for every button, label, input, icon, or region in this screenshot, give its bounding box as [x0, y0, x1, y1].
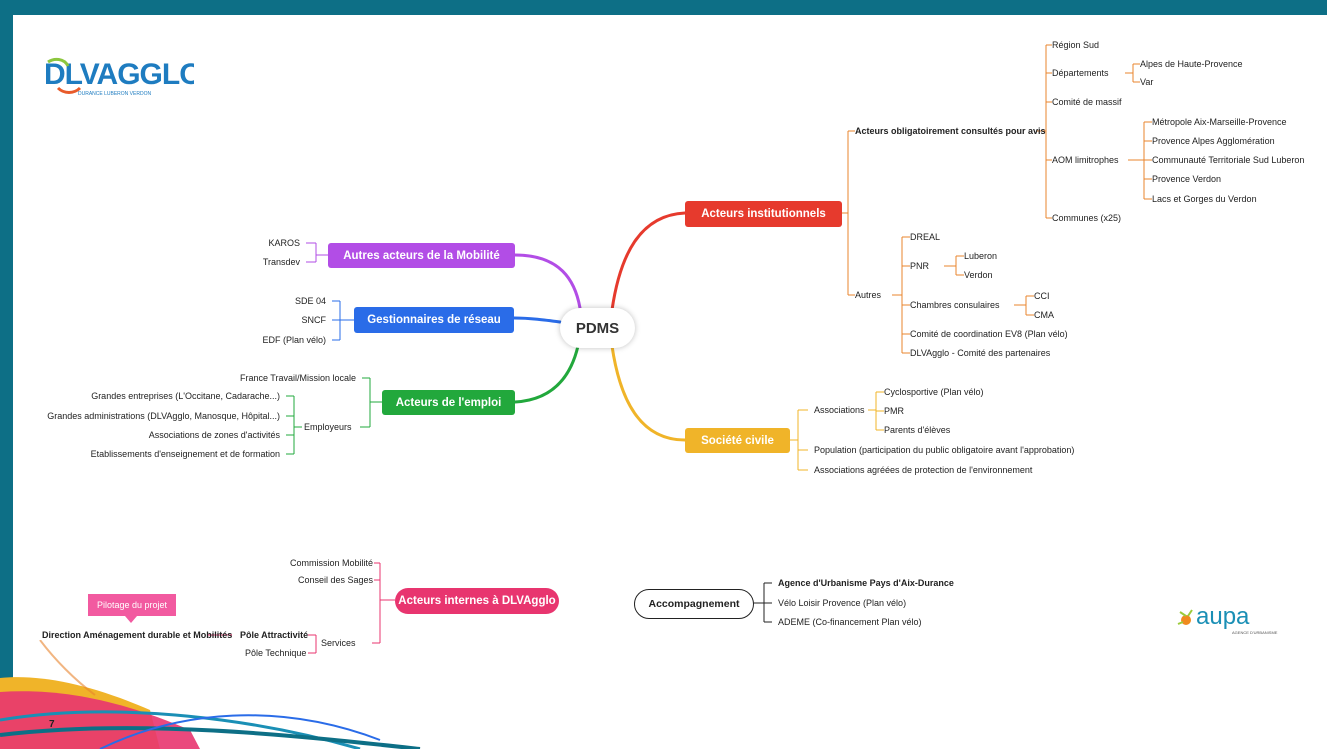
page-number: 7 — [49, 719, 55, 730]
node-aom-item[interactable]: Provence Verdon — [1152, 174, 1222, 184]
node-employeur-item[interactable]: Grandes administrations (DLVAgglo, Manos… — [47, 411, 280, 421]
node-communes[interactable]: Communes (x25) — [1052, 213, 1122, 223]
node-ademe[interactable]: ADEME (Co-financement Plan vélo) — [778, 617, 922, 627]
node-cci[interactable]: CCI — [1034, 291, 1050, 301]
node-cyclosportive[interactable]: Cyclosportive (Plan vélo) — [884, 387, 984, 397]
node-edf[interactable]: EDF (Plan vélo) — [262, 335, 326, 345]
category-acteurs-emploi[interactable]: Acteurs de l'emploi — [382, 390, 515, 415]
callout-pilotage-projet: Pilotage du projet — [88, 594, 176, 616]
category-gestionnaires-reseau[interactable]: Gestionnaires de réseau — [354, 307, 514, 333]
node-region-sud[interactable]: Région Sud — [1052, 40, 1100, 50]
node-associations-environnement[interactable]: Associations agréées de protection de l'… — [814, 465, 1033, 475]
node-sde04[interactable]: SDE 04 — [294, 296, 326, 306]
node-population[interactable]: Population (participation du public obli… — [814, 445, 1075, 455]
category-acteurs-internes[interactable]: Acteurs internes à DLVAgglo — [395, 588, 559, 614]
node-aom-item[interactable]: Provence Alpes Agglomération — [1152, 136, 1275, 146]
dlvagglo-logo: DLVAGGLO DURANCE LUBERON VERDON — [44, 57, 194, 97]
node-alpes-haute-provence[interactable]: Alpes de Haute-Provence — [1140, 59, 1243, 69]
node-associations[interactable]: Associations — [814, 405, 865, 415]
callout-pointer — [125, 616, 137, 623]
node-accompagnement[interactable]: Accompagnement — [634, 589, 754, 619]
node-france-travail[interactable]: France Travail/Mission locale — [239, 373, 356, 383]
node-departements[interactable]: Départements — [1052, 68, 1109, 78]
svg-text:DURANCE LUBERON VERDON: DURANCE LUBERON VERDON — [78, 91, 151, 97]
node-transdev[interactable]: Transdev — [262, 257, 300, 267]
node-pole-attractivite[interactable]: Pôle Attractivité — [240, 630, 309, 640]
node-acteurs-obligatoires[interactable]: Acteurs obligatoirement consultés pour a… — [855, 126, 1046, 136]
node-agence-urbanisme[interactable]: Agence d'Urbanisme Pays d'Aix-Durance — [778, 578, 954, 588]
node-commission-mobilite[interactable]: Commission Mobilité — [289, 558, 373, 568]
svg-text:aupa: aupa — [1196, 603, 1250, 630]
node-employeur-item[interactable]: Etablissements d'enseignement et de form… — [90, 449, 280, 459]
node-comite-massif[interactable]: Comité de massif — [1052, 97, 1122, 107]
node-direction-amenagement[interactable]: Direction Aménagement durable et Mobilit… — [42, 630, 233, 640]
node-luberon[interactable]: Luberon — [964, 251, 998, 261]
node-employeurs[interactable]: Employeurs — [304, 422, 352, 432]
category-acteurs-institutionnels[interactable]: Acteurs institutionnels — [685, 201, 842, 227]
node-aom-limitrophes[interactable]: AOM limitrophes — [1052, 155, 1119, 165]
node-conseil-sages[interactable]: Conseil des Sages — [297, 575, 373, 585]
category-autres-acteurs-mobilite[interactable]: Autres acteurs de la Mobilité — [328, 243, 515, 268]
node-aom-item[interactable]: Métropole Aix-Marseille-Provence — [1152, 117, 1287, 127]
node-services[interactable]: Services — [321, 638, 356, 648]
node-autres[interactable]: Autres — [855, 290, 882, 300]
node-employeur-item[interactable]: Associations de zones d'activités — [148, 430, 280, 440]
node-velo-loisir[interactable]: Vélo Loisir Provence (Plan vélo) — [778, 598, 907, 608]
node-parents-eleves[interactable]: Parents d'élèves — [884, 425, 951, 435]
node-dlv-comite[interactable]: DLVAgglo - Comité des partenaires — [910, 348, 1051, 358]
svg-text:DLVAGGLO: DLVAGGLO — [44, 58, 194, 91]
node-cma[interactable]: CMA — [1034, 310, 1054, 320]
node-karos[interactable]: KAROS — [268, 238, 300, 248]
node-verdon[interactable]: Verdon — [964, 270, 993, 280]
root-node-pdms[interactable]: PDMS — [560, 308, 635, 348]
category-societe-civile[interactable]: Société civile — [685, 428, 790, 453]
node-aom-item[interactable]: Lacs et Gorges du Verdon — [1152, 194, 1257, 204]
aupa-logo: aupa AGENCE D'URBANISME — [1177, 603, 1278, 635]
node-pnr[interactable]: PNR — [910, 261, 930, 271]
decorative-corner-art — [0, 640, 421, 749]
node-dreal[interactable]: DREAL — [910, 232, 941, 242]
svg-text:AGENCE D'URBANISME: AGENCE D'URBANISME — [1232, 630, 1278, 635]
node-var[interactable]: Var — [1140, 77, 1154, 87]
node-chambres-consulaires[interactable]: Chambres consulaires — [910, 300, 1000, 310]
node-sncf[interactable]: SNCF — [301, 315, 327, 325]
node-pmr[interactable]: PMR — [884, 406, 904, 416]
node-employeur-item[interactable]: Grandes entreprises (L'Occitane, Cadarac… — [91, 391, 280, 401]
node-pole-technique[interactable]: Pôle Technique — [245, 648, 307, 658]
node-aom-item[interactable]: Communauté Territoriale Sud Luberon — [1152, 155, 1305, 165]
node-comite-ev8[interactable]: Comité de coordination EV8 (Plan vélo) — [910, 329, 1068, 339]
